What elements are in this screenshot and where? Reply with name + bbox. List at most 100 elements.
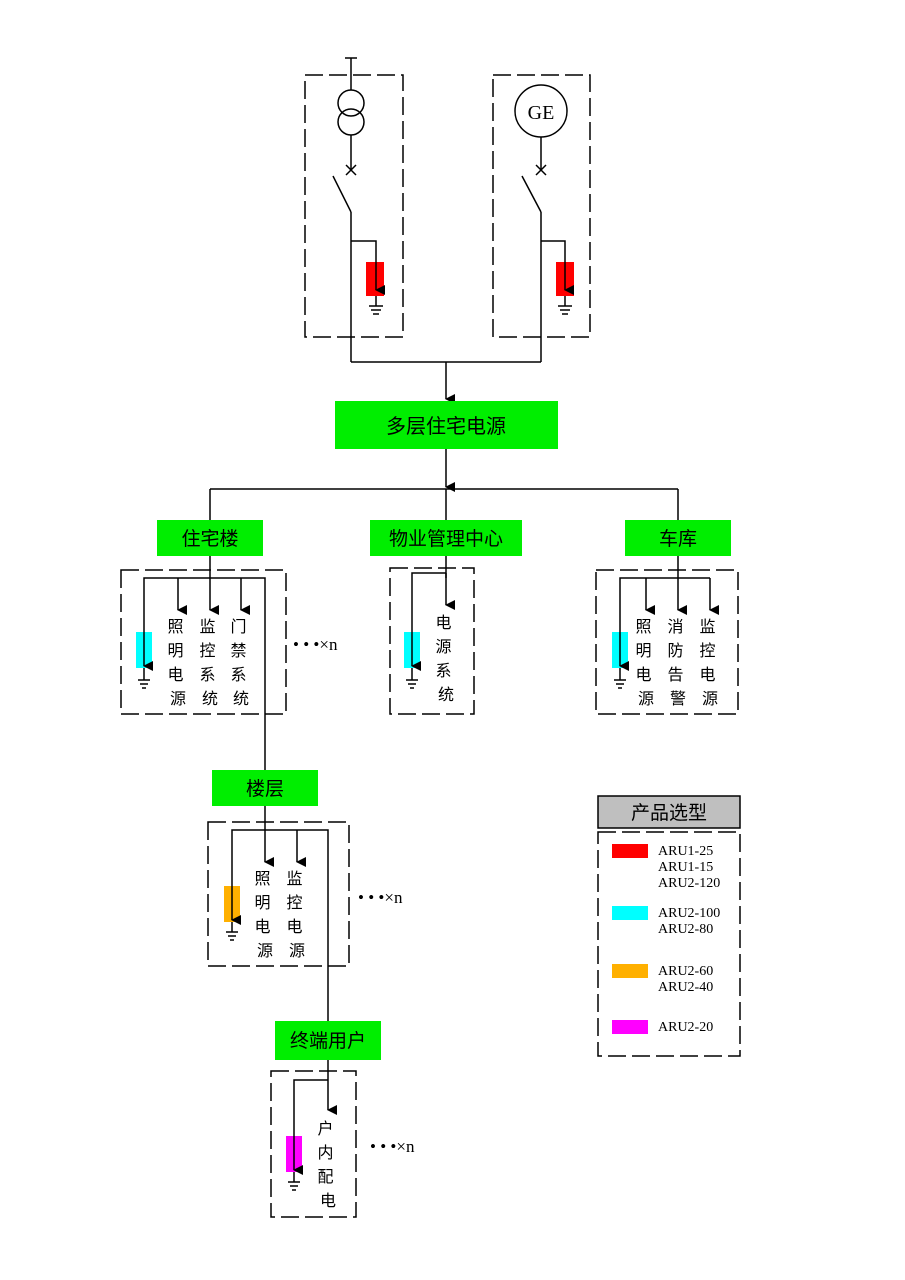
spd-cyan-icon	[136, 632, 153, 689]
load-char: 监	[199, 617, 215, 636]
load-label: 监 控 电 源	[286, 869, 307, 960]
model-label: ARU2-80	[658, 922, 713, 937]
terminal-panel	[270, 1070, 357, 1218]
load-label: 照 明 电 源	[635, 617, 656, 708]
source-merge-line	[351, 361, 541, 404]
load-char: 控	[699, 641, 715, 660]
branch-title: 车库	[659, 528, 697, 550]
load-char: 明	[167, 641, 183, 660]
load-char: 源	[257, 941, 273, 960]
load-char: 警	[670, 689, 686, 708]
floor-title: 楼层	[246, 778, 284, 800]
model-label: ARU2-40	[658, 980, 713, 995]
branch-title: 住宅楼	[181, 528, 238, 550]
load-label: 监 控 系 统	[199, 617, 220, 708]
load-char: 监	[286, 869, 302, 888]
load-label: 照 明 电 源	[254, 869, 275, 960]
spd-magenta-icon	[286, 1136, 303, 1191]
load-char: 控	[199, 641, 215, 660]
branch-title: 物业管理中心	[389, 528, 503, 550]
branch-garage: 车库 照 明 电 源 消 防 告 警 监 控 电	[595, 520, 739, 715]
load-char: 电	[635, 665, 651, 684]
model-label: ARU2-20	[658, 1020, 713, 1035]
generator-panel: GE	[492, 74, 591, 362]
legend-models: ARU2-100 ARU2-80	[658, 906, 724, 937]
multiplier-label: • • •×n	[358, 888, 403, 907]
legend-models: ARU2-20	[658, 1020, 713, 1035]
model-label: ARU2-100	[658, 906, 720, 921]
load-char: 系	[435, 661, 451, 680]
spd-cyan-icon	[612, 632, 629, 689]
model-label: ARU1-25	[658, 844, 713, 859]
legend-swatch	[612, 964, 648, 978]
model-label: ARU1-15	[658, 860, 713, 875]
generator-label: GE	[528, 102, 555, 124]
load-char: 明	[635, 641, 651, 660]
load-char: 户	[317, 1119, 333, 1138]
load-char: 电	[254, 917, 270, 936]
main-power-node: 多层住宅电源	[335, 401, 558, 449]
load-char: 禁	[230, 641, 246, 660]
load-label: 消 防 告 警	[667, 617, 688, 708]
spd-cyan-icon	[404, 632, 421, 689]
branch-property-management: 物业管理中心 电 源 系 统	[370, 520, 522, 715]
legend-swatch	[612, 844, 648, 858]
branch-panel	[120, 569, 287, 715]
load-char: 电	[286, 917, 302, 936]
spd-red-icon	[541, 240, 574, 315]
load-char: 内	[317, 1143, 333, 1162]
legend-item: ARU1-25 ARU1-15 ARU2-120	[612, 844, 720, 891]
generator-icon: GE	[514, 84, 568, 170]
load-char: 统	[438, 685, 454, 704]
load-char: 电	[320, 1191, 336, 1210]
load-label: 电 源 系 统	[435, 613, 456, 704]
load-char: 照	[254, 869, 270, 888]
load-char: 源	[435, 637, 451, 656]
load-char: 系	[230, 665, 246, 684]
load-label: 门 禁 系 统	[230, 617, 251, 708]
load-char: 统	[202, 689, 218, 708]
load-char: 监	[699, 617, 715, 636]
load-char: 源	[289, 941, 305, 960]
transformer-panel	[304, 57, 404, 362]
load-char: 配	[317, 1167, 333, 1186]
legend-title: 产品选型	[631, 802, 707, 824]
load-char: 统	[233, 689, 249, 708]
branch-residential-building: 住宅楼 照 明 电 源 监 控 系 统 门 禁 系	[120, 520, 338, 770]
branch-panel	[389, 567, 475, 715]
multiplier-label: • • •×n	[293, 635, 338, 654]
load-char: 电	[167, 665, 183, 684]
load-char: 照	[167, 617, 183, 636]
terminal-title: 终端用户	[290, 1030, 366, 1052]
model-label: ARU2-120	[658, 876, 720, 891]
terminal-node: 终端用户 户 内 配 电 • • •×n	[270, 1021, 415, 1218]
multiplier-label: • • •×n	[370, 1137, 415, 1156]
load-char: 消	[667, 617, 683, 636]
load-char: 系	[199, 665, 215, 684]
transformer-icon	[337, 57, 365, 170]
load-char: 电	[699, 665, 715, 684]
breaker-icon	[521, 164, 547, 362]
load-label: 户 内 配 电	[317, 1119, 338, 1210]
load-char: 源	[638, 689, 654, 708]
distribution-bus	[209, 449, 679, 520]
floor-node: 楼层 照 明 电 源 监 控 电 源 • • •×n	[207, 770, 403, 1021]
legend-swatch	[612, 906, 648, 920]
spd-red-icon	[351, 240, 385, 315]
load-char: 源	[170, 689, 186, 708]
load-char: 门	[230, 617, 246, 636]
load-char: 控	[286, 893, 302, 912]
load-char: 告	[667, 665, 683, 684]
legend-item: ARU2-20	[612, 1020, 713, 1035]
legend-item: ARU2-100 ARU2-80	[612, 906, 724, 937]
load-char: 明	[254, 893, 270, 912]
legend-models: ARU2-60 ARU2-40	[658, 964, 717, 995]
load-char: 照	[635, 617, 651, 636]
main-node-label: 多层住宅电源	[386, 414, 506, 438]
load-char: 源	[702, 689, 718, 708]
model-label: ARU2-60	[658, 964, 713, 979]
legend-models: ARU1-25 ARU1-15 ARU2-120	[658, 844, 720, 891]
spd-orange-icon	[224, 886, 241, 941]
load-char: 电	[435, 613, 451, 632]
